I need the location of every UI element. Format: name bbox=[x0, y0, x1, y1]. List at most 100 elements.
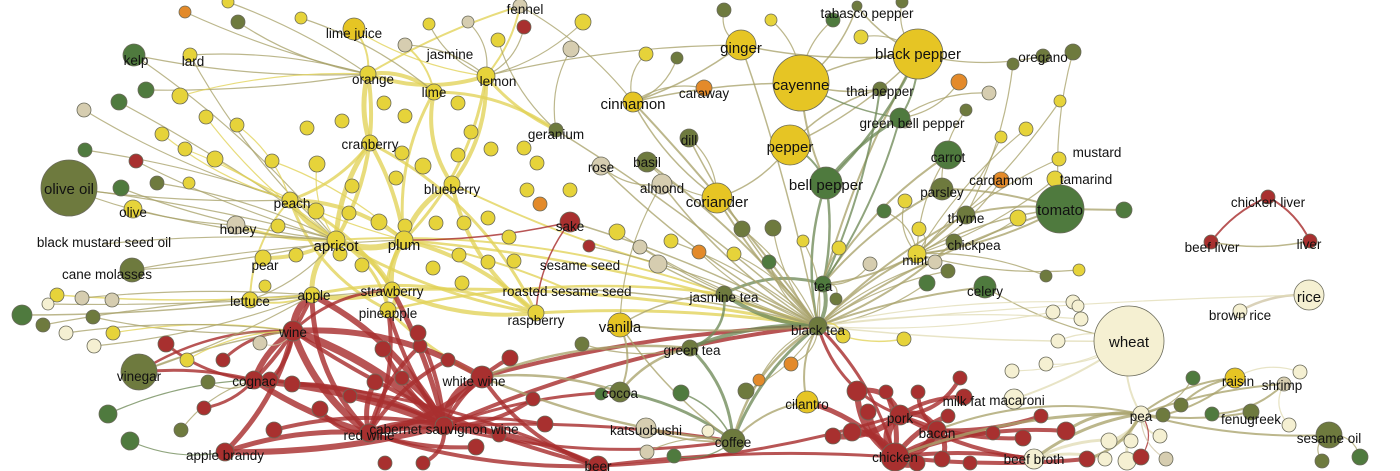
label-chickpea: chickpea bbox=[947, 238, 1001, 253]
node-fennel bbox=[512, 0, 528, 14]
node-vinegar bbox=[120, 353, 158, 391]
edge bbox=[898, 413, 1025, 441]
label-liver: liver bbox=[1297, 237, 1322, 252]
edge bbox=[103, 236, 337, 245]
node-macaroni bbox=[1003, 388, 1025, 410]
node-vanilla bbox=[607, 312, 633, 338]
edge bbox=[822, 117, 901, 285]
node-thai-pepper bbox=[872, 81, 888, 97]
node-beef-liver bbox=[1203, 234, 1219, 250]
minor-node bbox=[454, 275, 470, 291]
edge bbox=[698, 251, 819, 327]
minor-node bbox=[824, 427, 842, 445]
edge bbox=[288, 141, 372, 202]
minor-node bbox=[835, 328, 851, 344]
minor-node bbox=[764, 13, 778, 27]
node-coffee bbox=[720, 428, 746, 454]
minor-node bbox=[1078, 450, 1096, 468]
minor-node bbox=[288, 247, 304, 263]
minor-node bbox=[862, 256, 878, 272]
label-orange: orange bbox=[352, 72, 394, 87]
minor-node bbox=[1004, 363, 1020, 379]
minor-node bbox=[221, 0, 235, 9]
label-pepper: pepper bbox=[767, 139, 814, 156]
node-geranium bbox=[548, 122, 564, 138]
edge bbox=[817, 314, 1082, 327]
node-green-bell-pepper bbox=[889, 107, 911, 129]
minor-node bbox=[456, 215, 472, 231]
node-pea bbox=[1132, 405, 1150, 423]
minor-node bbox=[265, 421, 283, 439]
node-sesame-oil bbox=[1315, 421, 1343, 449]
minor-node bbox=[394, 145, 410, 161]
minor-node bbox=[483, 141, 499, 157]
node-jasmine bbox=[397, 37, 413, 53]
minor-node bbox=[846, 380, 868, 402]
node-coriander bbox=[701, 182, 733, 214]
edge bbox=[184, 11, 369, 75]
label-pea: pea bbox=[1130, 409, 1153, 424]
edge bbox=[214, 158, 405, 241]
node-oregano bbox=[1035, 48, 1051, 64]
label-pork: pork bbox=[887, 411, 914, 426]
minor-node bbox=[179, 352, 195, 368]
edge bbox=[740, 44, 819, 327]
minor-node bbox=[450, 95, 466, 111]
node-strawberry bbox=[383, 281, 401, 299]
node-peach bbox=[281, 191, 299, 209]
minor-node bbox=[985, 425, 1001, 441]
edge bbox=[137, 329, 295, 374]
node-cranberry bbox=[361, 134, 379, 152]
node-olive bbox=[123, 199, 143, 219]
edge bbox=[817, 261, 936, 327]
minor-node bbox=[230, 14, 246, 30]
minor-node bbox=[1018, 121, 1034, 137]
minor-node bbox=[895, 0, 909, 9]
label-cranberry: cranberry bbox=[341, 137, 398, 152]
node-jasmine-tea bbox=[715, 285, 733, 303]
minor-node bbox=[104, 292, 120, 308]
minor-node bbox=[638, 46, 654, 62]
minor-node bbox=[525, 391, 541, 407]
minor-node bbox=[425, 260, 441, 276]
node-rose bbox=[591, 156, 611, 176]
node-cane-molasses bbox=[119, 257, 145, 283]
minor-node bbox=[783, 356, 799, 372]
minor-node bbox=[670, 51, 684, 65]
minor-node bbox=[1351, 448, 1369, 466]
minor-node bbox=[344, 178, 360, 194]
edge bbox=[272, 415, 446, 432]
edge bbox=[916, 136, 1002, 255]
label-olive: olive bbox=[119, 205, 147, 220]
node-sake bbox=[559, 211, 581, 233]
node-apricot bbox=[326, 230, 346, 250]
minor-node bbox=[1132, 448, 1150, 466]
label-rice: rice bbox=[1297, 289, 1321, 306]
edge bbox=[156, 182, 337, 241]
minor-node bbox=[173, 422, 189, 438]
minor-node bbox=[409, 324, 427, 342]
minor-node bbox=[911, 221, 927, 237]
label-cayenne: cayenne bbox=[773, 77, 830, 94]
minor-node bbox=[1204, 406, 1220, 422]
minor-node bbox=[1056, 421, 1076, 441]
edge bbox=[965, 63, 1014, 216]
edge bbox=[386, 284, 726, 312]
minor-node bbox=[672, 384, 690, 402]
edge bbox=[581, 343, 691, 355]
minor-node bbox=[76, 102, 92, 118]
minor-node bbox=[112, 179, 130, 197]
edge bbox=[93, 294, 313, 347]
edge bbox=[251, 377, 372, 436]
minor-node bbox=[761, 254, 777, 270]
minor-node bbox=[962, 455, 978, 471]
node-plum bbox=[394, 230, 414, 250]
label-basil: basil bbox=[633, 155, 661, 170]
minor-node bbox=[994, 130, 1008, 144]
minor-node bbox=[691, 244, 707, 260]
minor-node bbox=[1314, 453, 1330, 469]
minor-node bbox=[77, 142, 93, 158]
minor-node bbox=[491, 427, 507, 443]
minor-node bbox=[666, 448, 682, 464]
minor-node bbox=[501, 229, 517, 245]
